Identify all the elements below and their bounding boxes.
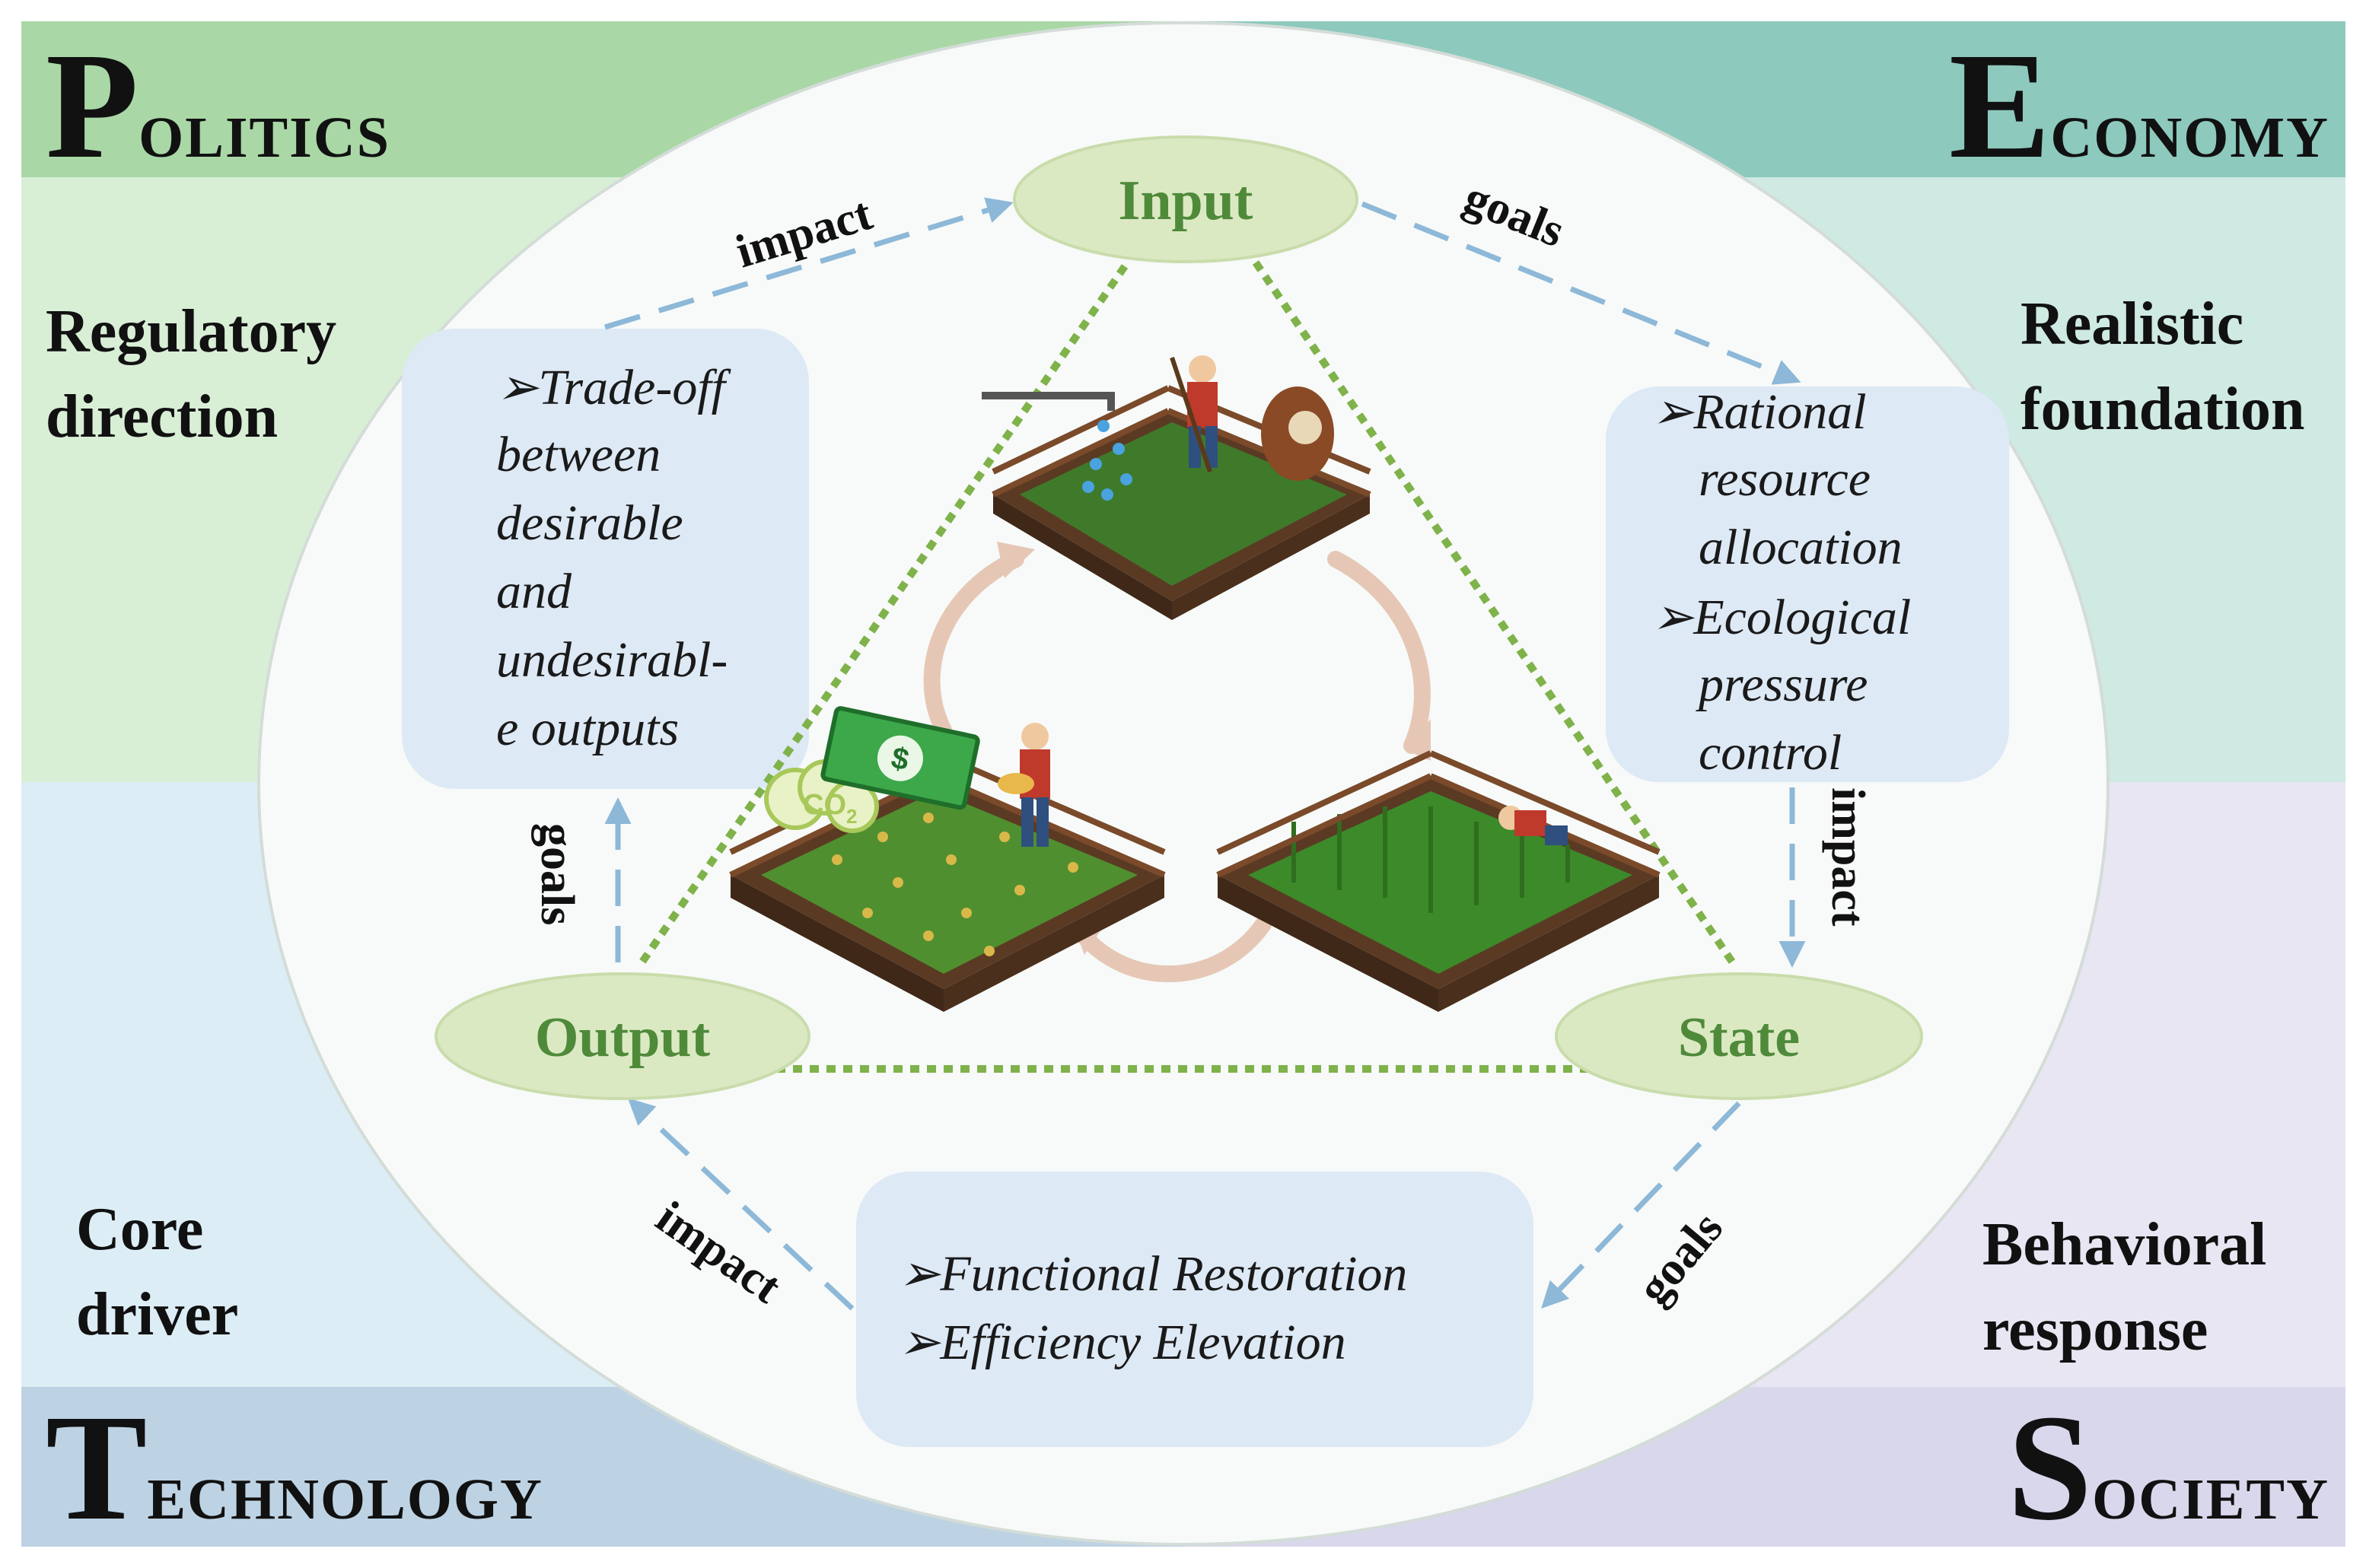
farm-plot-state-illustration xyxy=(1216,750,1661,1012)
right-box-line-1: Rational xyxy=(1693,384,1867,440)
farm-plot-input-illustration xyxy=(982,355,1371,620)
arrow-state-to-bottom xyxy=(1541,1101,1741,1309)
politics-rest: OLITICS xyxy=(139,106,390,170)
side-label-bottom-right-line1: Behavioral xyxy=(1982,1211,2267,1278)
bottom-box-line-1: Functional Restoration xyxy=(940,1246,1408,1302)
node-state-label: State xyxy=(1678,1007,1800,1069)
left-box-item-1: ➢Trade-off xyxy=(496,358,725,417)
economy-initial: E xyxy=(1948,22,2051,190)
farm-plot-output-illustration: CO 2 $ xyxy=(729,706,1166,1012)
left-box-line-1: Trade-off xyxy=(538,360,726,415)
node-state: State xyxy=(1555,972,1923,1100)
side-label-top-right: Realistic foundation xyxy=(2020,281,2304,452)
left-box-line-2: between xyxy=(496,427,661,482)
cycle-arrows xyxy=(923,551,1431,982)
side-label-top-right-line2: foundation xyxy=(2020,376,2305,443)
label-output-to-input: impact xyxy=(730,188,878,278)
right-box-item-2: ➢Ecological xyxy=(1651,587,1911,647)
side-label-top-left: Regulatory direction xyxy=(46,289,336,460)
side-label-top-left-line1: Regulatory xyxy=(46,298,337,365)
right-box-line-4: Ecological xyxy=(1693,590,1912,645)
label-bottom-to-output: impact xyxy=(647,1191,791,1314)
bottom-box-item-1: ➢Functional Restoration xyxy=(898,1244,1407,1303)
triangle-edge-left xyxy=(635,264,1129,968)
right-box-item-1: ➢Rational xyxy=(1651,382,1867,441)
society-rest: OCIETY xyxy=(2092,1468,2329,1531)
bottom-box-line-2: Efficiency Elevation xyxy=(940,1315,1346,1370)
arrow-output-to-input xyxy=(603,197,1014,330)
economy-rest: CONOMY xyxy=(2050,106,2329,170)
technology-title: TECHNOLOGY xyxy=(46,1392,543,1544)
node-input-label: Input xyxy=(1119,170,1253,232)
arrow-bottom-to-output xyxy=(627,1098,855,1311)
side-label-bottom-right: Behavioral response xyxy=(1982,1202,2266,1372)
co2-subscript: 2 xyxy=(846,805,857,828)
society-initial: S xyxy=(2007,1384,2093,1552)
economy-title: ECONOMY xyxy=(1949,30,2329,183)
bottom-box-item-2: ➢Efficiency Elevation xyxy=(898,1312,1346,1372)
node-input: Input xyxy=(1013,135,1358,263)
node-output: Output xyxy=(435,972,810,1100)
arrow-input-to-state xyxy=(1361,201,1801,385)
money-bill-icon: $ xyxy=(820,706,980,810)
politics-initial: P xyxy=(46,22,139,190)
side-label-top-right-line1: Realistic xyxy=(2020,291,2244,358)
side-label-bottom-right-line2: response xyxy=(1982,1296,2208,1363)
technology-initial: T xyxy=(46,1384,148,1552)
co2-label: CO xyxy=(803,789,846,821)
bottom-box xyxy=(856,1172,1533,1447)
label-input-to-state: goals xyxy=(1457,171,1571,257)
label-state-to-bottom: goals xyxy=(1628,1202,1733,1314)
right-box-line-3: allocation xyxy=(1699,520,1903,575)
side-label-bottom-left-line1: Core xyxy=(76,1196,204,1263)
left-box-line-6: e outputs xyxy=(496,701,680,756)
bullet-icon: ➢ xyxy=(1651,590,1694,645)
bullet-icon: ➢ xyxy=(496,360,539,415)
technology-rest: ECHNOLOGY xyxy=(147,1468,543,1531)
politics-title: POLITICS xyxy=(46,30,390,183)
right-box-line-2: resource xyxy=(1699,451,1871,507)
side-label-top-left-line2: direction xyxy=(46,383,279,450)
bullet-icon: ➢ xyxy=(898,1315,941,1370)
right-box xyxy=(1606,386,2009,782)
right-box-line-5: pressure xyxy=(1699,657,1868,712)
left-box xyxy=(402,329,809,789)
side-label-bottom-left-line2: driver xyxy=(76,1281,239,1348)
left-box-line-4: and xyxy=(496,564,572,619)
bullet-icon: ➢ xyxy=(1651,384,1694,440)
right-box-line-6: control xyxy=(1699,725,1842,781)
society-title: SOCIETY xyxy=(2008,1392,2329,1544)
left-box-line-5: undesirabl- xyxy=(496,632,728,688)
node-output-label: Output xyxy=(535,1007,711,1069)
label-state-downward: impact xyxy=(1822,787,1874,927)
left-box-line-3: desirable xyxy=(496,495,683,551)
side-label-bottom-left: Core driver xyxy=(76,1187,238,1357)
label-output-upward: goals xyxy=(531,823,583,925)
bullet-icon: ➢ xyxy=(898,1246,941,1302)
